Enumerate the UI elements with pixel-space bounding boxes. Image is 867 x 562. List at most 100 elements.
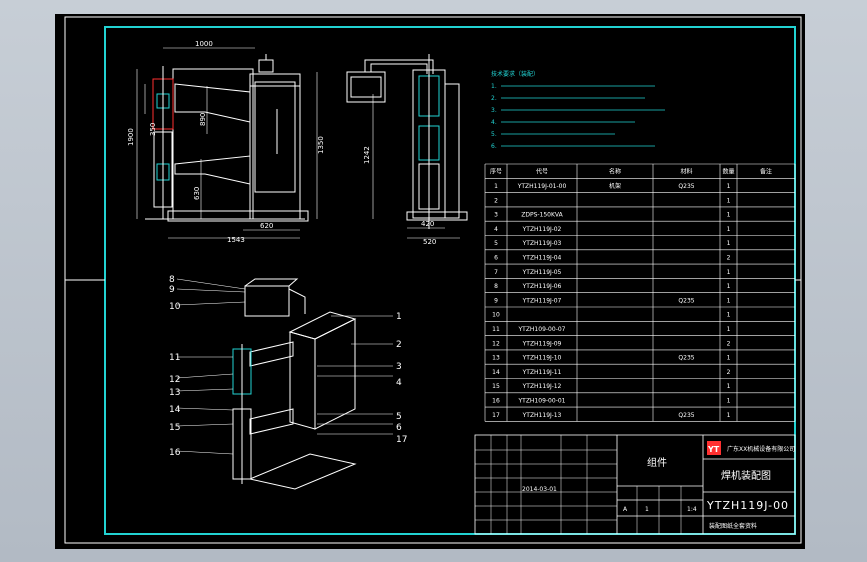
callout-14: 14 — [169, 405, 181, 415]
bom-cell: YTZH119J-11 — [522, 369, 562, 376]
dim-overall-height: 1350 — [317, 136, 325, 154]
bom-header: 数量 — [722, 168, 734, 176]
callout-4: 4 — [396, 378, 402, 388]
bom-header: 序号 — [490, 168, 502, 176]
drawing-sheet: 1000 1900 890 1350 630 620 1543 350 1242… — [55, 14, 805, 549]
drawing-name: 焊机装配图 — [721, 469, 771, 482]
company-name: 广东XX机械设备有限公司 — [727, 445, 795, 453]
callout-1: 1 — [396, 312, 402, 322]
dim-height-left: 1900 — [127, 128, 135, 146]
bom-cell: 4 — [494, 226, 498, 233]
callout-11: 11 — [169, 353, 180, 363]
scale-value: 1:4 — [687, 506, 697, 513]
callout-8: 8 — [169, 275, 175, 285]
bom-cell: 13 — [492, 355, 500, 362]
dim-base-short: 620 — [260, 222, 273, 230]
dim-side-overall: 520 — [423, 238, 436, 246]
dim-base-long: 1543 — [227, 236, 245, 244]
bom-header: 备注 — [760, 168, 772, 176]
bom-cell: 11 — [492, 326, 500, 333]
callout-2: 2 — [396, 340, 402, 350]
dim-side-base: 420 — [421, 220, 434, 228]
isometric-view — [232, 278, 357, 490]
bom-cell: 1 — [727, 397, 731, 404]
bom-cell: 1 — [727, 383, 731, 390]
bom-header: 材料 — [680, 168, 692, 176]
note-line: 3. — [491, 107, 497, 114]
bom-cell: YTZH119J-04 — [522, 254, 562, 261]
company-logo — [707, 441, 721, 455]
bom-cell: 10 — [492, 312, 500, 319]
callout-3: 3 — [396, 362, 402, 372]
title-block — [474, 434, 796, 535]
bom-header: 代号 — [536, 168, 548, 176]
front-view-dimensions — [136, 47, 318, 239]
callout-6: 6 — [396, 423, 402, 433]
bom-cell: 3 — [494, 212, 498, 219]
callout-13: 13 — [169, 388, 180, 398]
bom-cell: YTZH119J-05 — [522, 269, 562, 276]
bom-cell: 2 — [727, 254, 731, 261]
front-view — [145, 54, 309, 222]
bom-cell: YTZH109-00-07 — [517, 326, 565, 333]
bom-cell: 1 — [727, 197, 731, 204]
bom-cell: 5 — [494, 240, 498, 247]
dim-arm: 350 — [149, 123, 157, 136]
bom-cell: 1 — [727, 240, 731, 247]
bom-cell: 2 — [727, 340, 731, 347]
center-label: 组件 — [647, 456, 667, 469]
bom-cell: 6 — [494, 254, 498, 261]
bom-cell: 7 — [494, 269, 498, 276]
callout-10: 10 — [169, 302, 181, 312]
bom-cell: 1 — [727, 212, 731, 219]
bom-cell: 1 — [727, 412, 731, 419]
note-line: 2. — [491, 95, 497, 102]
bom-cell: YTZH119J-12 — [522, 383, 562, 390]
bom-cell: YTZH109-00-01 — [517, 397, 565, 404]
cad-drawing: 1000 1900 890 1350 630 620 1543 350 1242… — [64, 16, 802, 544]
bom-cell: 2 — [494, 197, 498, 204]
logo-text: YT — [707, 445, 720, 454]
bom-cell: 14 — [492, 369, 500, 376]
quantity-value: 1 — [645, 506, 649, 513]
bom-cell: YTZH119J-02 — [522, 226, 562, 233]
callout-9: 9 — [169, 285, 175, 295]
note-line: 4. — [491, 119, 497, 126]
bom-cell: YTZH119J-10 — [522, 355, 562, 362]
bom-cell: 1 — [727, 312, 731, 319]
drawing-number: YTZH119J-00 — [706, 499, 789, 512]
bom-cell: YTZH119J-01-00 — [517, 183, 567, 190]
bom-cell: Q235 — [678, 412, 694, 419]
note-line: 5. — [491, 131, 497, 138]
bom-cell: Q235 — [678, 297, 694, 304]
dim-width-top: 1000 — [195, 40, 213, 48]
bom-cell: 2 — [727, 369, 731, 376]
bom-cell: 9 — [494, 297, 498, 304]
callout-leaders — [176, 278, 393, 455]
note-line: 6. — [491, 143, 497, 150]
callout-16: 16 — [169, 448, 181, 458]
bom-cell: YTZH119J-13 — [522, 412, 562, 419]
bom-cell: YTZH119J-03 — [522, 240, 562, 247]
inner-frame — [104, 26, 796, 535]
bom-cell: 12 — [492, 340, 500, 347]
bom-cell: 1 — [727, 355, 731, 362]
bom-cell: 1 — [727, 283, 731, 290]
bom-cell: 1 — [727, 326, 731, 333]
bom-cell: 1 — [727, 297, 731, 304]
bom-cell: YTZH119J-07 — [522, 297, 562, 304]
callout-5: 5 — [396, 412, 402, 422]
side-view — [346, 54, 468, 229]
side-view-dimensions — [372, 94, 460, 239]
date: 2014-03-01 — [522, 486, 557, 493]
callout-17: 17 — [396, 435, 407, 445]
dim-side-height: 1242 — [363, 146, 371, 164]
notes-heading: 技术要求（装配） — [491, 70, 539, 78]
bom-cell: 1 — [727, 226, 731, 233]
note-line: 1. — [491, 83, 497, 90]
bom-cell: Q235 — [678, 183, 694, 190]
callout-12: 12 — [169, 375, 180, 385]
bom-cell: 1 — [494, 183, 498, 190]
bom-cell: ZDPS-150KVA — [521, 212, 563, 219]
bom-cell: 机架 — [609, 182, 621, 190]
